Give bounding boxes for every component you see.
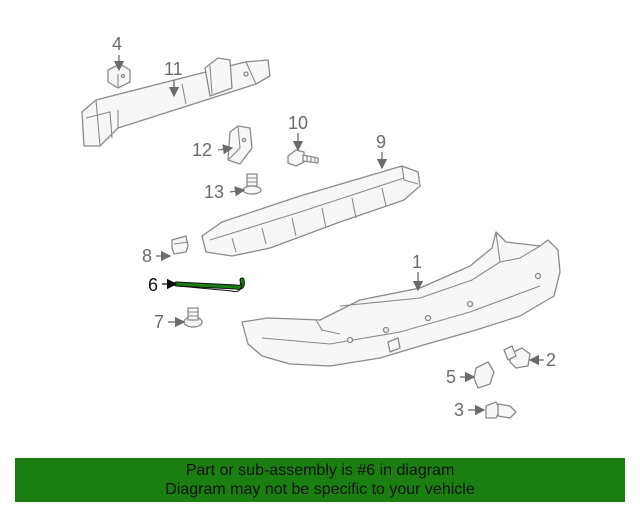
banner-line-disclaimer: Diagram may not be specific to your vehi…: [165, 481, 475, 498]
callout-3: 3: [454, 400, 464, 420]
callout-5: 5: [446, 367, 456, 387]
banner-line-part: Part or sub-assembly is #6 in diagram: [185, 462, 455, 479]
part-2-bolt: [503, 345, 531, 369]
callout-2: 2: [546, 350, 556, 370]
callout-4: 4: [112, 34, 122, 54]
part-1-bumper-cover: [241, 231, 561, 367]
callout-13: 13: [204, 182, 224, 202]
parts-diagram: 4 11 12 10 9 13 8 6 7 1 2 5 3: [81, 34, 561, 420]
callout-11: 11: [164, 59, 183, 79]
part-9-energy-absorber: [201, 165, 421, 257]
callout-12: 12: [192, 140, 212, 160]
part-3-push-pin: [485, 401, 517, 419]
info-banner: Part or sub-assembly is #6 in diagram Di…: [15, 458, 625, 502]
part-8-clip: [171, 235, 189, 255]
callout-1: 1: [412, 252, 422, 272]
callout-arrows: [113, 55, 544, 416]
part-12-bracket: [227, 125, 253, 165]
callout-10: 10: [288, 113, 308, 133]
part-4-bracket: [107, 63, 131, 89]
part-10-screw: [287, 149, 319, 167]
callout-6[interactable]: 6: [148, 275, 158, 295]
part-7-bolt: [183, 307, 203, 328]
part-13-bolt: [242, 173, 262, 195]
part-6-highlighted[interactable]: [173, 277, 245, 293]
callout-7: 7: [154, 312, 164, 332]
part-11-impact-bar: [81, 57, 271, 147]
callout-8: 8: [142, 246, 152, 266]
part-5-cap: [473, 361, 495, 389]
callout-9: 9: [376, 132, 386, 152]
